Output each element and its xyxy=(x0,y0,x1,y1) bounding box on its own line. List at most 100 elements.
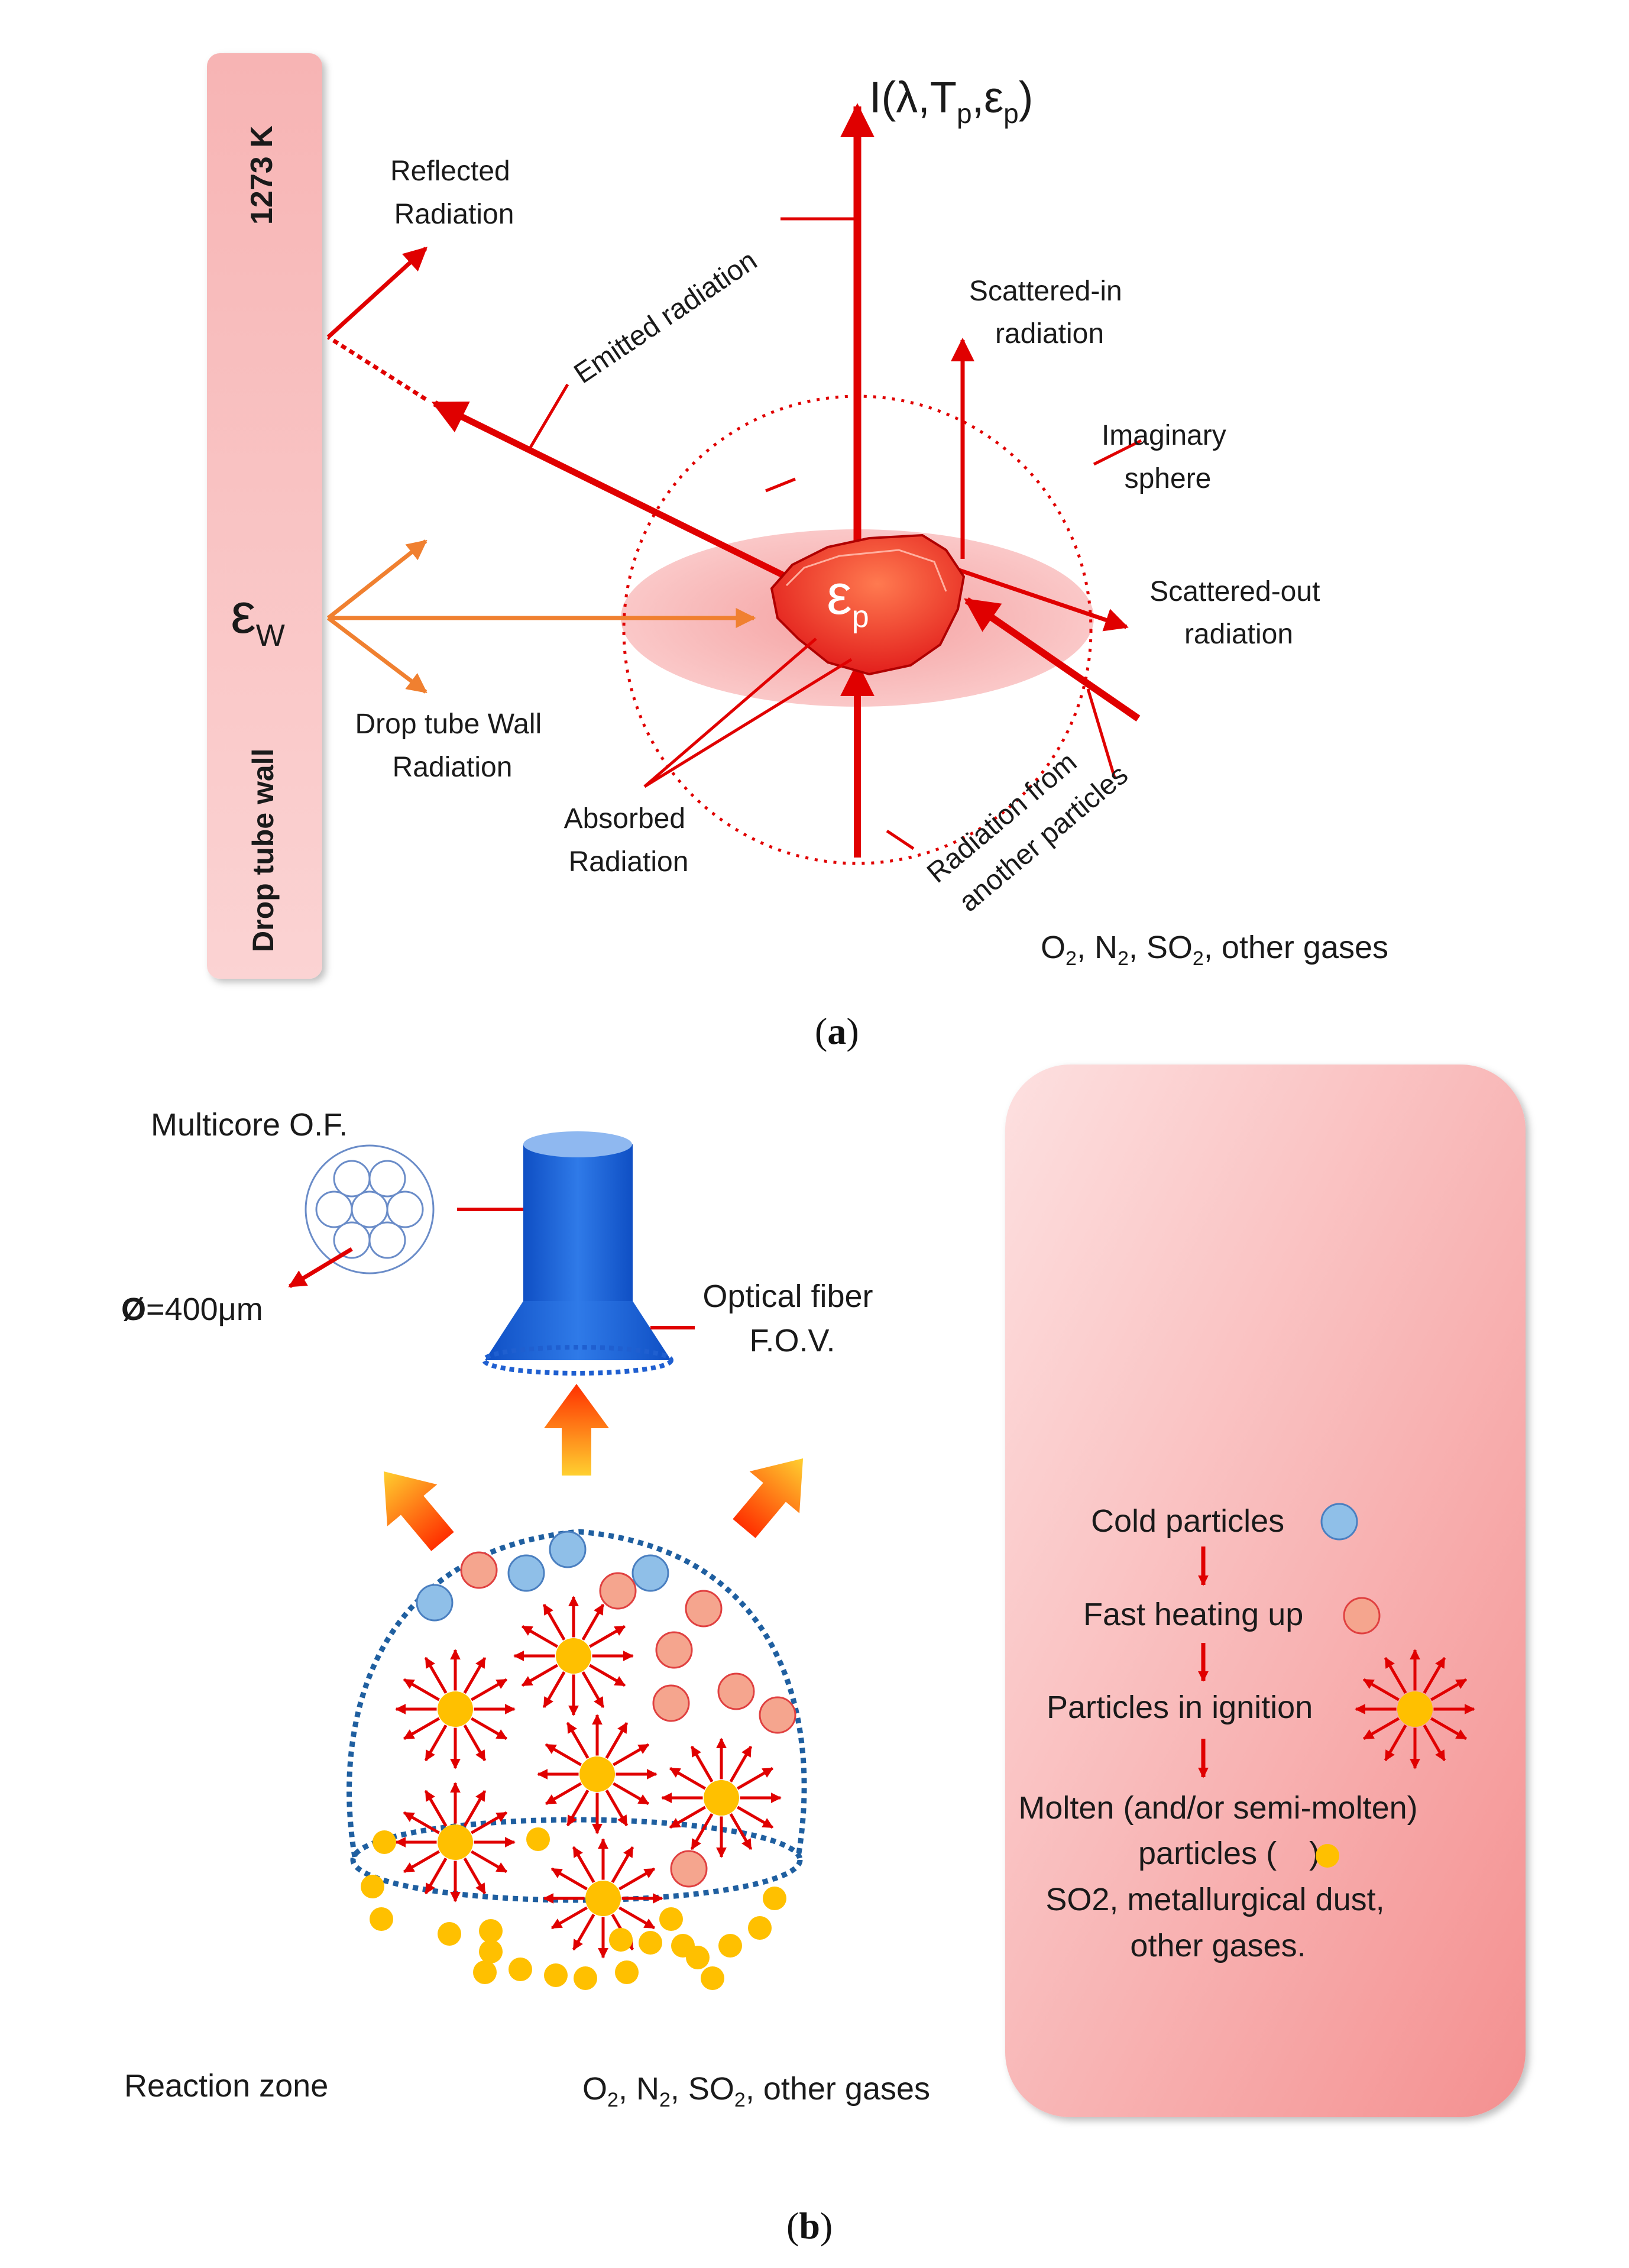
ignition-ray xyxy=(545,1743,582,1766)
molten-particle xyxy=(748,1916,772,1940)
molten-particle xyxy=(370,1907,393,1931)
molten-particle xyxy=(701,1966,724,1990)
drop-tube-wall xyxy=(207,53,322,979)
legend-molten-line2: particles () xyxy=(1138,1836,1320,1871)
ignition-ray xyxy=(729,1745,753,1782)
ignition-ray xyxy=(566,1790,590,1827)
ignition-ray xyxy=(618,1867,656,1891)
ignited-particle xyxy=(661,1738,782,1858)
molten-particle xyxy=(659,1907,683,1931)
ignition-ray xyxy=(424,1725,448,1762)
molten-particle xyxy=(473,1960,497,1984)
molten-particle xyxy=(509,1958,532,1981)
ignition-ray xyxy=(521,1625,558,1648)
molten-particle xyxy=(763,1887,786,1910)
ignition-ray xyxy=(605,1790,629,1827)
legend-hot-icon xyxy=(1343,1597,1381,1635)
hot-particle xyxy=(685,1590,723,1628)
molten-particle xyxy=(544,1963,568,1987)
ignition-ray xyxy=(605,1722,629,1759)
ignition-ray xyxy=(572,1846,595,1883)
hot-particle xyxy=(460,1551,498,1589)
reflected-label: Reflected Radiation xyxy=(390,156,518,230)
ignited-particle xyxy=(395,1649,516,1769)
ignited-core xyxy=(579,1756,615,1792)
molten-particle xyxy=(479,1940,503,1963)
ignition-ray xyxy=(1384,1656,1407,1694)
ignited-particle xyxy=(543,1838,663,1959)
cold-particle xyxy=(549,1531,587,1568)
molten-particle xyxy=(373,1830,396,1854)
ignition-ray xyxy=(545,1782,582,1806)
ignition-ray xyxy=(589,1625,626,1648)
ignition-ray xyxy=(618,1906,656,1930)
legend-cold-icon xyxy=(1320,1503,1358,1541)
particle: εp xyxy=(770,533,966,676)
reflected-dotted-path xyxy=(327,335,427,401)
ignition-ray xyxy=(581,1603,605,1641)
wall-temperature-label: 1273 K xyxy=(245,125,279,225)
emitted-label: Emitted radiation xyxy=(569,245,763,390)
ignition-ray xyxy=(550,1906,588,1930)
ignition-ray xyxy=(403,1678,440,1701)
ignition-ray xyxy=(471,1678,508,1701)
ignition-ray xyxy=(690,1813,714,1850)
ignited-particle xyxy=(537,1714,658,1835)
reaction-zone-label: Reaction zone xyxy=(124,2068,328,2104)
ignition-ray xyxy=(424,1858,448,1895)
ignition-ray xyxy=(1423,1656,1446,1694)
molten-particle xyxy=(615,1960,639,1984)
ignition-ray xyxy=(589,1664,626,1687)
ignition-ray xyxy=(424,1656,448,1694)
ignition-ray xyxy=(572,1914,595,1951)
ignition-ray xyxy=(613,1743,650,1766)
particle-radiation-label: Radiation from another particles xyxy=(921,726,1134,921)
diameter-arrow xyxy=(288,1247,353,1289)
molten-particle xyxy=(686,1946,710,1969)
legend-heating: Fast heating up xyxy=(1083,1597,1303,1632)
hot-particle xyxy=(717,1672,755,1710)
legend-ignition: Particles in ignition xyxy=(1047,1690,1313,1725)
ignition-ray xyxy=(471,1811,508,1835)
legend-molten-line1: Molten (and/or semi-molten) xyxy=(1018,1790,1417,1826)
particle-field xyxy=(361,1531,796,1990)
ignition-ray xyxy=(424,1790,448,1827)
leader-lines xyxy=(643,217,1142,850)
reaction-base xyxy=(350,1817,803,1903)
molten-particle xyxy=(609,1928,633,1952)
panel-a: 1273 K Drop tube wall εW εp xyxy=(207,53,1388,1052)
wall-radiation-arrows xyxy=(326,539,756,694)
legend-content: Cold particles Fast heating up Particles… xyxy=(1018,1503,1475,1963)
ignited-core xyxy=(556,1638,591,1674)
cold-particle xyxy=(507,1554,545,1592)
ignition-ray xyxy=(463,1858,487,1895)
emission-arrows xyxy=(383,1384,804,1551)
legend-molten-icon xyxy=(1316,1844,1339,1868)
emitted-radiation-arrow xyxy=(431,400,806,588)
absorbed-label: Absorbed Radiation xyxy=(564,803,694,878)
ignition-ray xyxy=(542,1603,566,1641)
ignited-core xyxy=(438,1824,473,1860)
scattered-out-label: Scattered-out radiation xyxy=(1149,576,1328,650)
ignition-ray xyxy=(611,1846,634,1883)
ignition-ray xyxy=(550,1867,588,1891)
ignition-ray xyxy=(581,1671,605,1709)
ignition-ray xyxy=(403,1811,440,1835)
legend-ignition-icon xyxy=(1355,1649,1475,1769)
ignition-ray xyxy=(521,1664,558,1687)
scattered-in-label: Scattered-in radiation xyxy=(969,276,1130,350)
ignition-ray xyxy=(471,1850,508,1874)
gases-label-a: O2, N2, SO2, other gases xyxy=(1041,930,1388,970)
hot-particle xyxy=(655,1631,693,1669)
ignited-particle xyxy=(513,1596,634,1716)
ignition-ray xyxy=(403,1717,440,1740)
hot-particle xyxy=(670,1850,708,1888)
cold-particle xyxy=(631,1554,669,1592)
intensity-label: I(λ,Tp,εp) xyxy=(869,73,1033,129)
molten-particle xyxy=(479,1919,503,1943)
multicore-fiber-bundle xyxy=(305,1144,435,1274)
molten-particle xyxy=(639,1931,662,1955)
ignited-core xyxy=(704,1780,739,1816)
ignition-ray xyxy=(471,1717,508,1740)
